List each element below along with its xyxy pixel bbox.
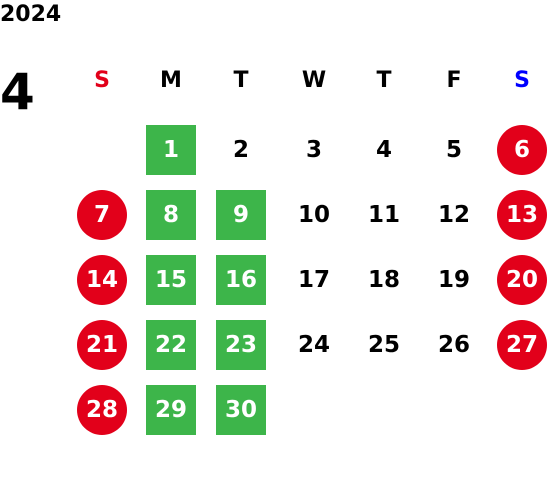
day-16[interactable]: 16 (216, 255, 266, 305)
day-18[interactable]: 18 (367, 267, 400, 293)
day-8[interactable]: 8 (146, 190, 196, 240)
day-3[interactable]: 3 (305, 137, 322, 163)
day-6[interactable]: 6 (497, 125, 547, 175)
day-22[interactable]: 22 (146, 320, 196, 370)
weekday-thursday: T (376, 68, 392, 93)
day-25[interactable]: 25 (367, 332, 400, 358)
day-10[interactable]: 10 (297, 202, 330, 228)
weekday-wednesday: W (301, 68, 327, 93)
calendar-month: 4 (0, 63, 35, 121)
day-13[interactable]: 13 (497, 190, 547, 240)
weekday-monday: M (160, 68, 182, 93)
day-19[interactable]: 19 (437, 267, 470, 293)
day-4[interactable]: 4 (375, 137, 392, 163)
day-17[interactable]: 17 (297, 267, 330, 293)
calendar-year: 2024 (0, 2, 62, 27)
day-27[interactable]: 27 (497, 320, 547, 370)
day-30[interactable]: 30 (216, 385, 266, 435)
day-12[interactable]: 12 (437, 202, 470, 228)
day-9[interactable]: 9 (216, 190, 266, 240)
day-28[interactable]: 28 (77, 385, 127, 435)
day-1[interactable]: 1 (146, 125, 196, 175)
day-20[interactable]: 20 (497, 255, 547, 305)
weekday-sunday: S (94, 68, 110, 93)
day-5[interactable]: 5 (445, 137, 462, 163)
weekday-friday: F (446, 68, 462, 93)
day-24[interactable]: 24 (297, 332, 330, 358)
day-21[interactable]: 21 (77, 320, 127, 370)
day-29[interactable]: 29 (146, 385, 196, 435)
day-2[interactable]: 2 (232, 137, 249, 163)
weekday-saturday: S (514, 68, 530, 93)
day-14[interactable]: 14 (77, 255, 127, 305)
day-7[interactable]: 7 (77, 190, 127, 240)
day-23[interactable]: 23 (216, 320, 266, 370)
day-11[interactable]: 11 (367, 202, 400, 228)
day-26[interactable]: 26 (437, 332, 470, 358)
day-15[interactable]: 15 (146, 255, 196, 305)
weekday-tuesday: T (233, 68, 249, 93)
